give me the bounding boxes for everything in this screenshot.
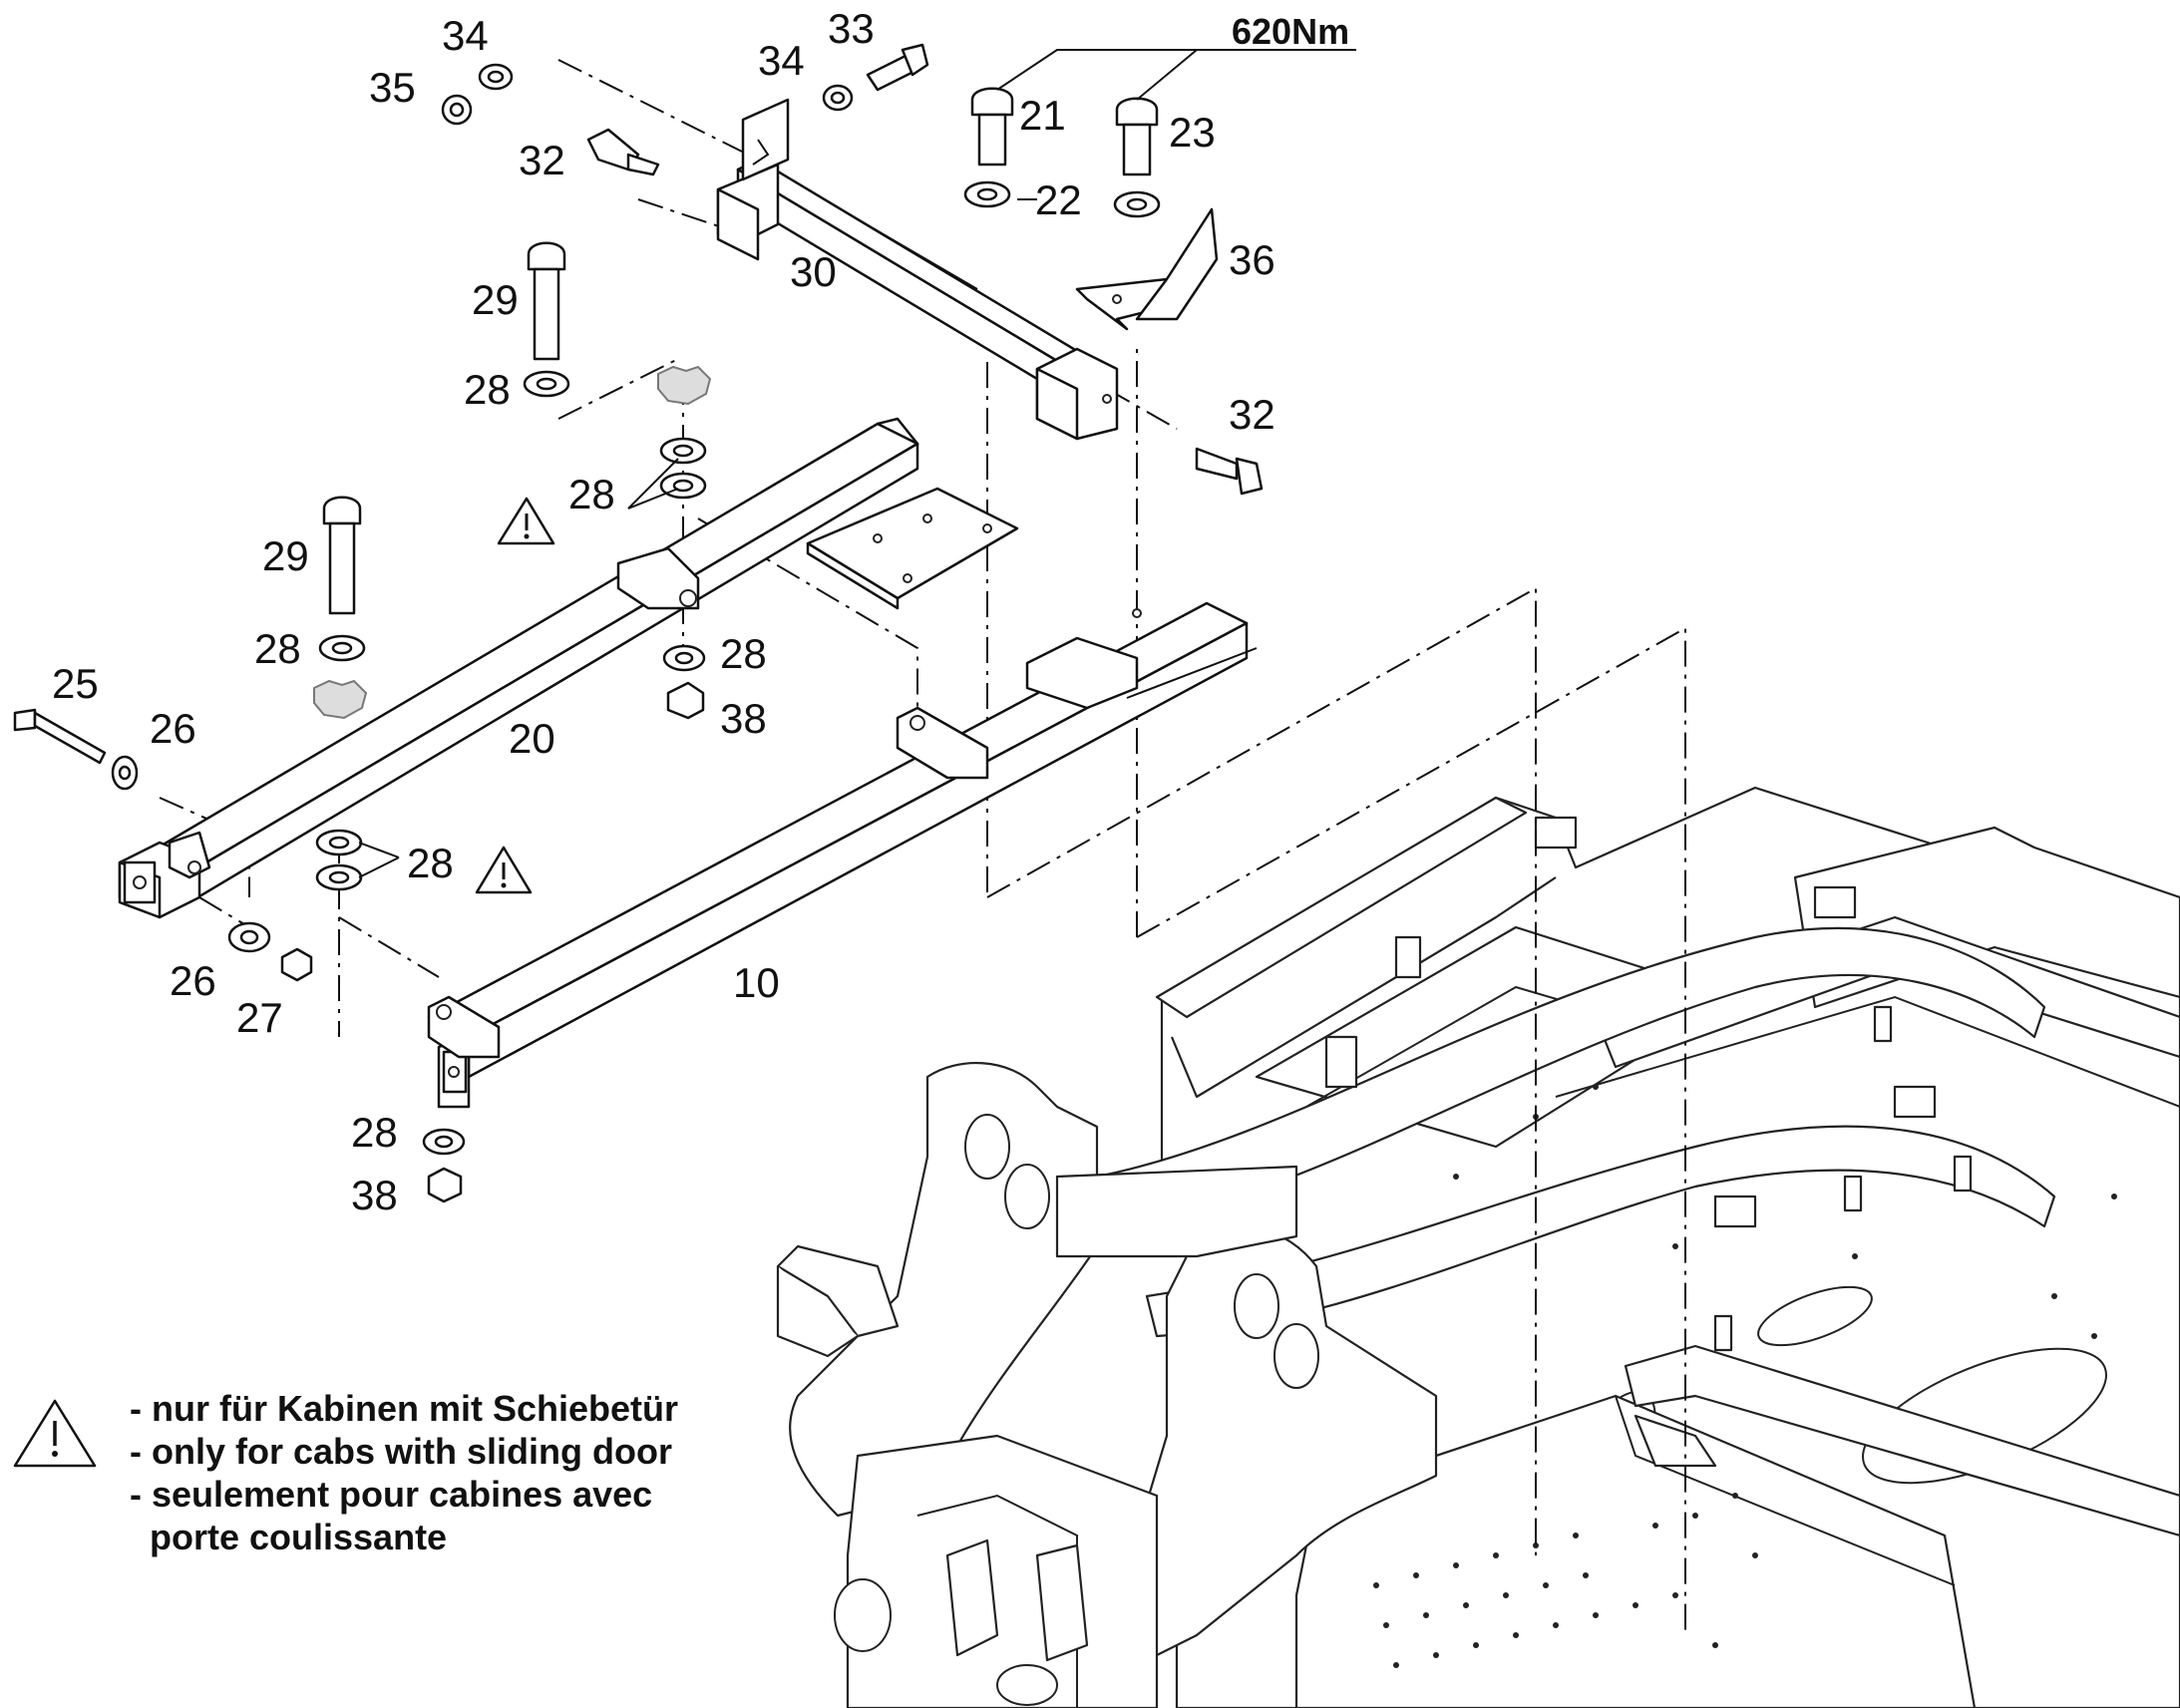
bolt-23: [1115, 97, 1159, 176]
warning-icon-note: [13, 1399, 97, 1468]
callout-32: 32: [519, 137, 565, 183]
callout-28: 28: [464, 366, 511, 413]
note-line-fr: - seulement pour cabines avec: [130, 1474, 652, 1515]
beam-20: [118, 417, 919, 919]
bolt-32-upper: [586, 128, 660, 176]
callout-28: 28: [407, 840, 454, 886]
callout-33: 33: [828, 5, 875, 52]
callout-21: 21: [1019, 92, 1066, 139]
callout-22: 22: [1035, 176, 1082, 223]
callout-29: 29: [472, 276, 519, 323]
torque-label: 620Nm: [1232, 11, 1349, 52]
machine-frame: [776, 786, 2180, 1708]
callout-26: 26: [150, 705, 196, 752]
callout-labels: 620Nm 34 33 35 34 32 21 23 22 30 36 29 2…: [52, 5, 1349, 1218]
bolt-29-lower: [322, 496, 362, 615]
callout-28: 28: [351, 1109, 398, 1156]
callout-27: 27: [236, 994, 283, 1041]
bolt-29-upper: [527, 241, 566, 361]
callout-25: 25: [52, 660, 99, 707]
beam-10: [427, 601, 1258, 1109]
callout-38: 38: [351, 1172, 398, 1218]
bolt-32-lower: [1195, 447, 1264, 496]
callout-30: 30: [790, 248, 837, 295]
callout-23: 23: [1169, 109, 1216, 156]
leader-lines: [358, 49, 1356, 878]
callout-35: 35: [369, 64, 416, 111]
callout-38: 38: [720, 695, 767, 742]
platform-plate: [806, 487, 1019, 610]
bolt-33: [866, 43, 929, 92]
callout-36: 36: [1229, 236, 1275, 283]
note-line-en: - only for cabs with sliding door: [130, 1431, 672, 1472]
bolt-25: [13, 708, 107, 765]
callout-26: 26: [170, 957, 216, 1004]
callout-34: 34: [442, 12, 489, 59]
assembly-lines: [159, 59, 1686, 1635]
note-line-fr-cont: porte coulissante: [150, 1517, 447, 1557]
washers-nuts: [111, 63, 1161, 1203]
plate-36: [1075, 207, 1219, 331]
callout-10: 10: [733, 959, 780, 1006]
callout-28: 28: [254, 625, 301, 672]
sliding-door-note: - nur für Kabinen mit Schiebetür - only …: [130, 1388, 678, 1557]
warning-icon-upper: [497, 497, 555, 545]
floor-hole-grid: [1373, 1084, 2117, 1668]
callout-29: 29: [262, 532, 309, 579]
bracket-30: [716, 98, 1119, 441]
callout-34: 34: [758, 37, 805, 84]
callout-28: 28: [568, 471, 615, 517]
callout-20: 20: [509, 715, 555, 762]
note-line-de: - nur für Kabinen mit Schiebetür: [130, 1388, 678, 1429]
callout-32: 32: [1229, 391, 1275, 438]
warning-icon-lower: [475, 846, 533, 894]
bolt-21: [970, 87, 1014, 167]
callout-28: 28: [720, 630, 767, 677]
